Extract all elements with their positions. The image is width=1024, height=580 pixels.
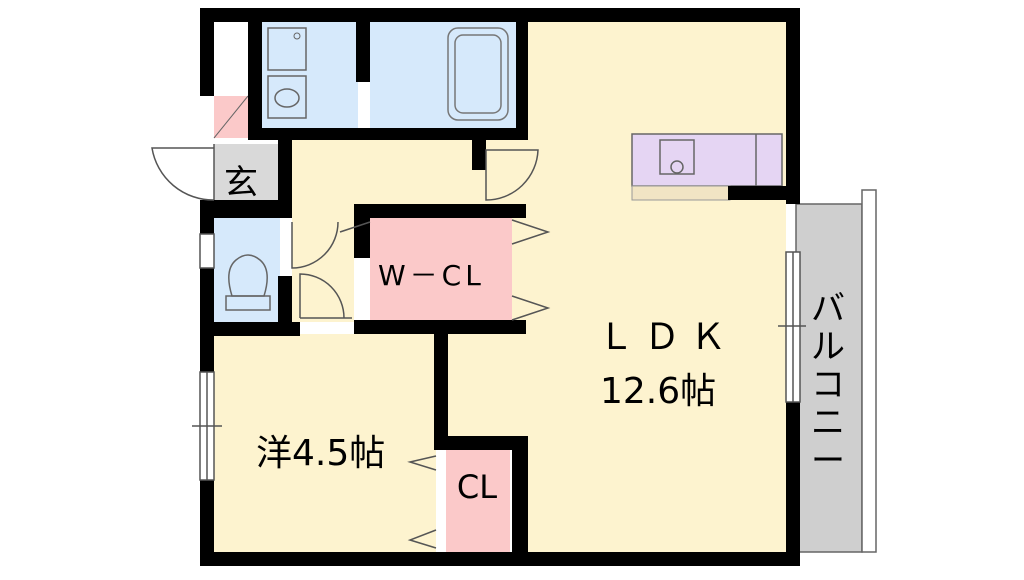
wall-wash-left: [248, 8, 262, 134]
window-top-left: [214, 22, 248, 88]
western-room-floor: [214, 334, 436, 552]
room-door-swing: [299, 273, 345, 319]
front-door-swing: [151, 147, 215, 201]
entrance-floor: [214, 144, 278, 200]
cl-door-1: [407, 455, 437, 471]
hallway-floor: [292, 140, 528, 210]
closet-label: CL: [456, 468, 498, 506]
ldk-floor: [528, 22, 786, 552]
wall-wcl-top: [354, 204, 526, 218]
entrance-label: 玄: [224, 163, 258, 203]
kitchen-counter: [631, 133, 783, 187]
wall-bottom: [200, 552, 800, 566]
balcony-label: バルコニー: [811, 289, 845, 481]
wall-entrance-right: [278, 140, 292, 200]
washroom-floor: [262, 22, 358, 128]
window-toilet: [199, 233, 215, 269]
kitchen-sink: [659, 139, 695, 175]
western-room-label: 洋4.5帖: [256, 433, 386, 474]
toilet-bowl: [228, 254, 268, 297]
wall-wet-right: [516, 8, 528, 140]
toilet-floor: [214, 218, 280, 322]
kitchen-floor-strip: [631, 185, 731, 201]
wall-cl-right: [512, 436, 528, 566]
ldk-size-label: 12.6帖: [600, 371, 717, 412]
wall-wcl-left: [354, 204, 370, 258]
hallway-floor-2: [292, 210, 354, 322]
wall-left-top: [200, 8, 214, 96]
balcony: [795, 203, 863, 553]
bathtub: [447, 27, 509, 121]
wall-entrance-bottom: [200, 200, 292, 218]
wall-kitchen: [728, 186, 786, 200]
wcl-door-2: [511, 295, 551, 321]
balcony-rail: [861, 189, 877, 553]
wall-toilet-right: [278, 276, 292, 334]
wall-wet-bottom: [248, 128, 528, 140]
wcl-door-1: [511, 219, 551, 245]
wall-hall-door: [472, 140, 486, 170]
wall-top: [200, 8, 800, 22]
wall-room-divider: [434, 334, 448, 444]
cl-door-2: [407, 529, 437, 549]
toilet-door-swing: [291, 221, 339, 269]
bathroom-floor: [370, 22, 516, 128]
walk-in-closet-label: W－CL: [378, 259, 485, 292]
wall-toilet-bottom: [200, 322, 300, 336]
wcl-door-3: [339, 221, 371, 233]
washing-machine: [267, 27, 307, 71]
wall-cl-top: [434, 436, 526, 450]
ldk-label: ＬＤＫ: [598, 317, 737, 358]
walk-in-closet-floor: [370, 218, 512, 320]
closet-floor: [446, 450, 510, 552]
wall-wcl-bottom: [354, 320, 526, 334]
kitchen-drain: [670, 160, 684, 174]
hall-door-swing: [485, 149, 539, 201]
wall-wet-mid: [356, 8, 370, 82]
wall-right-top: [786, 8, 800, 204]
washbasin: [267, 75, 307, 119]
